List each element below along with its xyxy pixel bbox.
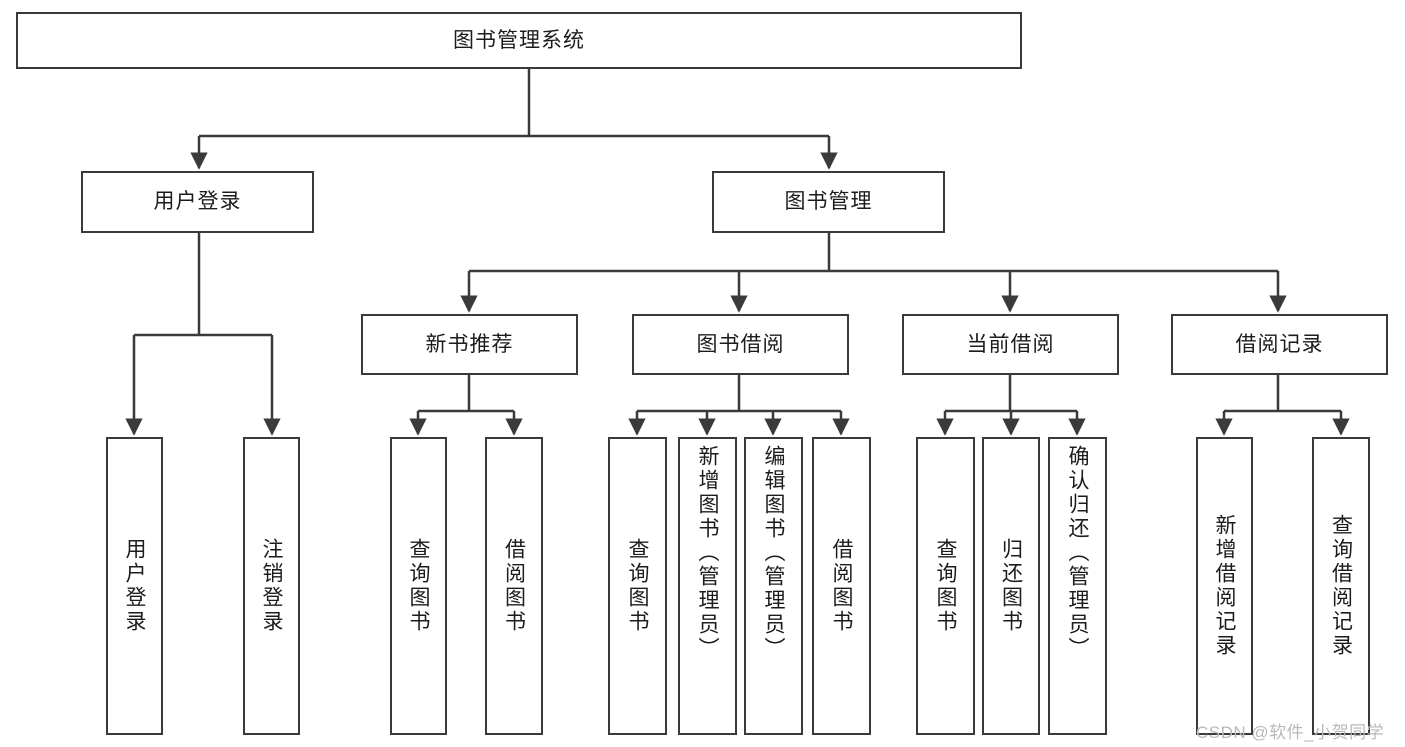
node-leaf-user-logout-label: 注销登录 <box>260 538 283 634</box>
node-leaf-add-record[interactable]: 新增借阅记录 <box>1196 437 1253 735</box>
node-leaf-confirm-return[interactable]: 确认归还（管理员） <box>1048 437 1107 735</box>
node-leaf-query-record-label: 查询借阅记录 <box>1329 514 1353 658</box>
node-book-manage-label: 图书管理 <box>784 190 873 214</box>
node-root[interactable]: 图书管理系统 <box>16 12 1022 69</box>
node-leaf-edit-book[interactable]: 编辑图书（管理员） <box>744 437 803 735</box>
node-current-borrow-label: 当前借阅 <box>966 332 1055 356</box>
node-leaf-borrow-book-2-label: 借阅图书 <box>830 538 853 634</box>
node-root-label: 图书管理系统 <box>453 28 585 52</box>
node-leaf-add-book[interactable]: 新增图书（管理员） <box>678 437 737 735</box>
node-leaf-add-book-label: 新增图书（管理员） <box>696 445 719 661</box>
node-leaf-user-logout[interactable]: 注销登录 <box>243 437 300 735</box>
node-leaf-query-book-1-label: 查询图书 <box>407 538 430 634</box>
node-user-login[interactable]: 用户登录 <box>81 171 314 233</box>
node-leaf-query-book-2-label: 查询图书 <box>626 538 649 634</box>
csdn-watermark: CSDN @软件_小贺同学 <box>1196 723 1385 742</box>
node-book-manage[interactable]: 图书管理 <box>712 171 945 233</box>
node-borrow-record-label: 借阅记录 <box>1235 332 1324 356</box>
node-leaf-return-book[interactable]: 归还图书 <box>982 437 1040 735</box>
node-leaf-borrow-book-1-label: 借阅图书 <box>502 538 526 634</box>
node-leaf-borrow-book-1[interactable]: 借阅图书 <box>485 437 543 735</box>
node-leaf-edit-book-label: 编辑图书（管理员） <box>762 445 785 661</box>
node-borrow-record[interactable]: 借阅记录 <box>1171 314 1388 375</box>
node-leaf-query-book-1[interactable]: 查询图书 <box>390 437 447 735</box>
node-leaf-borrow-book-2[interactable]: 借阅图书 <box>812 437 871 735</box>
node-leaf-query-book-2[interactable]: 查询图书 <box>608 437 667 735</box>
node-new-book-recommend[interactable]: 新书推荐 <box>361 314 578 375</box>
node-user-login-label: 用户登录 <box>153 190 242 214</box>
node-leaf-user-login-label: 用户登录 <box>123 538 146 634</box>
node-new-book-recommend-label: 新书推荐 <box>425 332 514 356</box>
node-leaf-query-book-3-label: 查询图书 <box>934 538 957 634</box>
node-leaf-return-book-label: 归还图书 <box>999 538 1023 634</box>
node-leaf-add-record-label: 新增借阅记录 <box>1213 514 1236 658</box>
node-leaf-query-book-3[interactable]: 查询图书 <box>916 437 975 735</box>
node-leaf-confirm-return-label: 确认归还（管理员） <box>1066 445 1089 661</box>
node-leaf-query-record[interactable]: 查询借阅记录 <box>1312 437 1370 735</box>
node-book-borrow[interactable]: 图书借阅 <box>632 314 849 375</box>
node-leaf-user-login[interactable]: 用户登录 <box>106 437 163 735</box>
node-current-borrow[interactable]: 当前借阅 <box>902 314 1119 375</box>
node-book-borrow-label: 图书借阅 <box>696 332 785 356</box>
